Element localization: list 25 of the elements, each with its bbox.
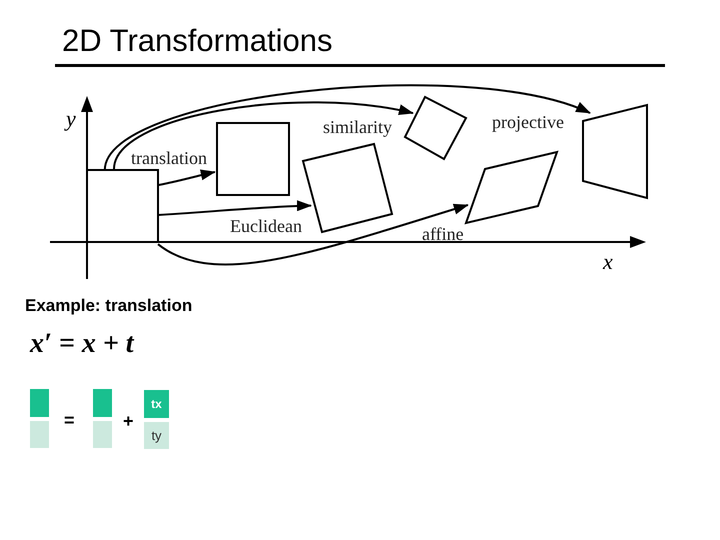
plus-sign: + [123, 411, 134, 432]
parallelogram-outline [465, 151, 558, 224]
edge-label: projective [492, 112, 564, 133]
arrow [158, 170, 216, 186]
trapezoid-outline [582, 104, 648, 199]
example-heading: Example: translation [25, 296, 192, 316]
arrow [113, 101, 414, 170]
arrow [158, 200, 312, 216]
edge-label: affine [422, 224, 464, 245]
equation: x′ = x + t [30, 328, 134, 360]
arrow [104, 84, 591, 170]
axis-label: y [66, 106, 76, 132]
axis-label: x [603, 249, 613, 275]
slide-title: 2D Transformations [62, 23, 332, 59]
square-outline [86, 169, 159, 243]
edge-label: similarity [323, 117, 392, 138]
vector-cell: ty [144, 422, 169, 449]
vector-cell: tx [144, 390, 169, 418]
edge-label: translation [131, 148, 207, 169]
rotated-square-outline [404, 96, 467, 160]
edge-label: Euclidean [230, 216, 302, 237]
arrow [157, 204, 469, 266]
square-outline [216, 122, 290, 196]
equals-sign: = [64, 410, 75, 431]
rotated-square-outline [302, 143, 393, 233]
